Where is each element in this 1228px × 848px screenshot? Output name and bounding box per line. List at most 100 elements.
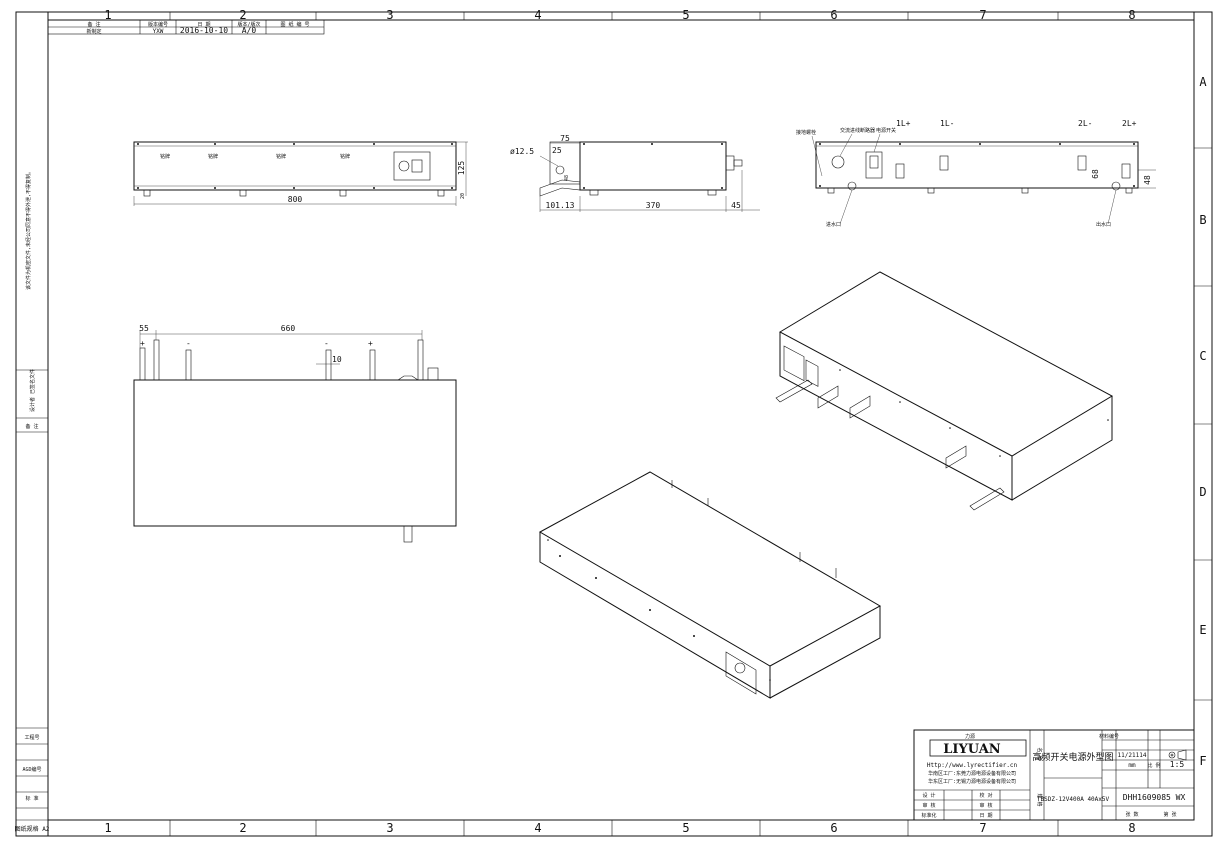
col-label-bottom-3: 3 — [386, 821, 393, 835]
revision-table: 备 注 版本编号 日 期 版本/版次 图 纸 编 号 新制定 YXW 2016-… — [47, 19, 325, 35]
scale-label: 比 例 — [1147, 762, 1160, 769]
col-label-bottom-1: 1 — [104, 821, 111, 835]
material-code-label: 材料编号 — [1099, 733, 1119, 740]
top-dim-left: 55 — [139, 324, 149, 333]
col-label-bottom-5: 5 — [682, 821, 689, 835]
col-label-8: 8 — [1128, 8, 1135, 22]
rev-row-remark: 新制定 — [86, 28, 101, 35]
rev-header-remark: 备 注 — [87, 21, 100, 28]
paper-size: 图纸规格 A2 — [15, 825, 50, 833]
side-stamp: 设计者 已签名文件 — [29, 369, 36, 412]
front-nameplate-3: 铭牌 — [276, 153, 286, 160]
row-label-E: E — [1199, 623, 1206, 637]
col-label-bottom-7: 7 — [979, 821, 986, 835]
rev-header-date: 日 期 — [197, 22, 210, 28]
top-sign-3: - — [324, 339, 329, 348]
side-notice: 该文件为机密文件,未经公司同意不得外泄,不得复制。 — [25, 169, 32, 290]
col-label-5: 5 — [682, 8, 689, 22]
label-check: 校 对 — [979, 792, 992, 799]
label-power-switch: 电源开关 — [876, 127, 896, 134]
label-approve: 审 核 — [979, 802, 992, 809]
unit: mm — [1128, 762, 1136, 769]
top-sign-1: + — [140, 339, 145, 348]
title-block: 力源 LIYUAN Http://www.lyrectifier.cn 华南区工… — [913, 729, 1195, 821]
front-nameplate-2: 铭牌 — [208, 153, 218, 160]
front-dim-height: 125 — [457, 161, 466, 176]
front-view: 铭牌 铭牌 铭牌 铭牌 800 125 20 — [133, 141, 468, 206]
rear-dim-48: 48 — [1143, 175, 1152, 185]
rev-header-drawing-no: 图 纸 编 号 — [280, 21, 309, 28]
projection-symbol-icon — [1168, 749, 1187, 761]
file-code: 11/21114 — [1118, 752, 1147, 759]
col-label-bottom-8: 8 — [1128, 821, 1135, 835]
side-label-agd: AGD编号 — [22, 766, 41, 773]
top-dim-span: 660 — [281, 324, 296, 333]
col-label-bottom-6: 6 — [830, 821, 837, 835]
terminal-2l-plus: 2L+ — [1122, 119, 1137, 128]
side-dim-top: 75 — [560, 134, 570, 143]
top-dim-bar: 10 — [332, 355, 342, 364]
label-water-inlet: 进水口 — [826, 221, 841, 228]
company-logo: LIYUAN — [929, 739, 1027, 757]
side-view: ø12.5 75 25 48 101.13 370 45 — [510, 134, 760, 212]
company-address-1: 华南区工厂:东莞力源电源设备有限公司 — [928, 770, 1016, 777]
rev-header-edition: 版本/版次 — [237, 21, 260, 28]
col-label-2: 2 — [239, 8, 246, 22]
label-ac-breaker: 交流进线断路器 — [840, 127, 875, 134]
sheet-label: 张 数 — [1125, 811, 1138, 818]
isometric-front-view — [538, 471, 882, 699]
label-ground-bolt: 接地螺栓 — [796, 129, 816, 136]
side-dim-b: 370 — [646, 201, 661, 210]
rev-row-version: YXW — [153, 28, 164, 35]
sheet-value: 第 张 — [1163, 811, 1176, 818]
drawing-number: DHH1609085 WX — [1123, 793, 1186, 802]
row-label-F: F — [1199, 754, 1206, 768]
side-label-remark: 备 注 — [25, 423, 38, 430]
front-dim-width: 800 — [288, 195, 303, 204]
side-dim-hole: ø12.5 — [510, 147, 534, 156]
col-label-6: 6 — [830, 8, 837, 22]
model-spec: TBSDZ-12V400A 40Ax5V — [1037, 796, 1110, 803]
front-nameplate-1: 铭牌 — [160, 153, 170, 160]
rear-dim-68: 68 — [1091, 169, 1100, 179]
scale-value: 1:5 — [1170, 760, 1185, 769]
col-label-bottom-2: 2 — [239, 821, 246, 835]
row-label-B: B — [1199, 213, 1206, 227]
side-dim-c: 45 — [731, 201, 741, 210]
terminal-1l-plus: 1L+ — [896, 119, 911, 128]
rev-header-version: 版本编号 — [148, 21, 168, 28]
company-name: 力源 — [965, 733, 975, 740]
side-panel: 该文件为机密文件,未经公司同意不得外泄,不得复制。 设计者 已签名文件 备 注 … — [15, 169, 50, 833]
rev-row-edition: A/0 — [242, 26, 257, 35]
rev-row-date: 2016-10-10 — [180, 26, 228, 35]
side-dim-mid: 25 — [552, 146, 562, 155]
terminal-2l-minus: 2L- — [1078, 119, 1092, 128]
front-nameplate-4: 铭牌 — [340, 153, 350, 160]
col-label-bottom-4: 4 — [534, 821, 541, 835]
side-label-project: 工程号 — [24, 734, 39, 741]
drawing-title: 高频开关电源外型图 — [1032, 751, 1113, 763]
top-sign-2: - — [186, 339, 191, 348]
isometric-rear-view — [775, 271, 1114, 511]
logo-text: LIYUAN — [943, 742, 1001, 757]
side-dim-vert: 48 — [564, 175, 570, 181]
company-address-2: 华东区工厂:无锡力源电源设备有限公司 — [928, 778, 1016, 785]
front-dim-feet: 20 — [460, 193, 466, 199]
drawing-frame: 1 2 3 4 5 6 7 8 1 2 3 4 5 6 7 8 A B C D … — [15, 8, 1213, 837]
col-label-7: 7 — [979, 8, 986, 22]
row-label-A: A — [1199, 75, 1207, 89]
col-label-1: 1 — [104, 8, 111, 22]
side-label-standard: 标 准 — [25, 795, 38, 802]
side-dim-a: 101.13 — [546, 201, 575, 210]
top-view: + - - + 55 660 10 — [133, 324, 457, 543]
terminal-1l-minus: 1L- — [940, 119, 954, 128]
row-label-C: C — [1199, 349, 1206, 363]
label-standardize: 标准化 — [921, 812, 936, 819]
label-water-outlet: 出水口 — [1096, 221, 1111, 228]
col-label-3: 3 — [386, 8, 393, 22]
label-review: 审 核 — [922, 802, 935, 809]
rear-view: 1L+ 1L- 2L- 2L+ 接地螺栓 交流进线断路器 电源开关 进水口 出水… — [796, 119, 1156, 228]
row-label-D: D — [1199, 485, 1206, 499]
label-spec: 规 格 — [1036, 793, 1043, 806]
